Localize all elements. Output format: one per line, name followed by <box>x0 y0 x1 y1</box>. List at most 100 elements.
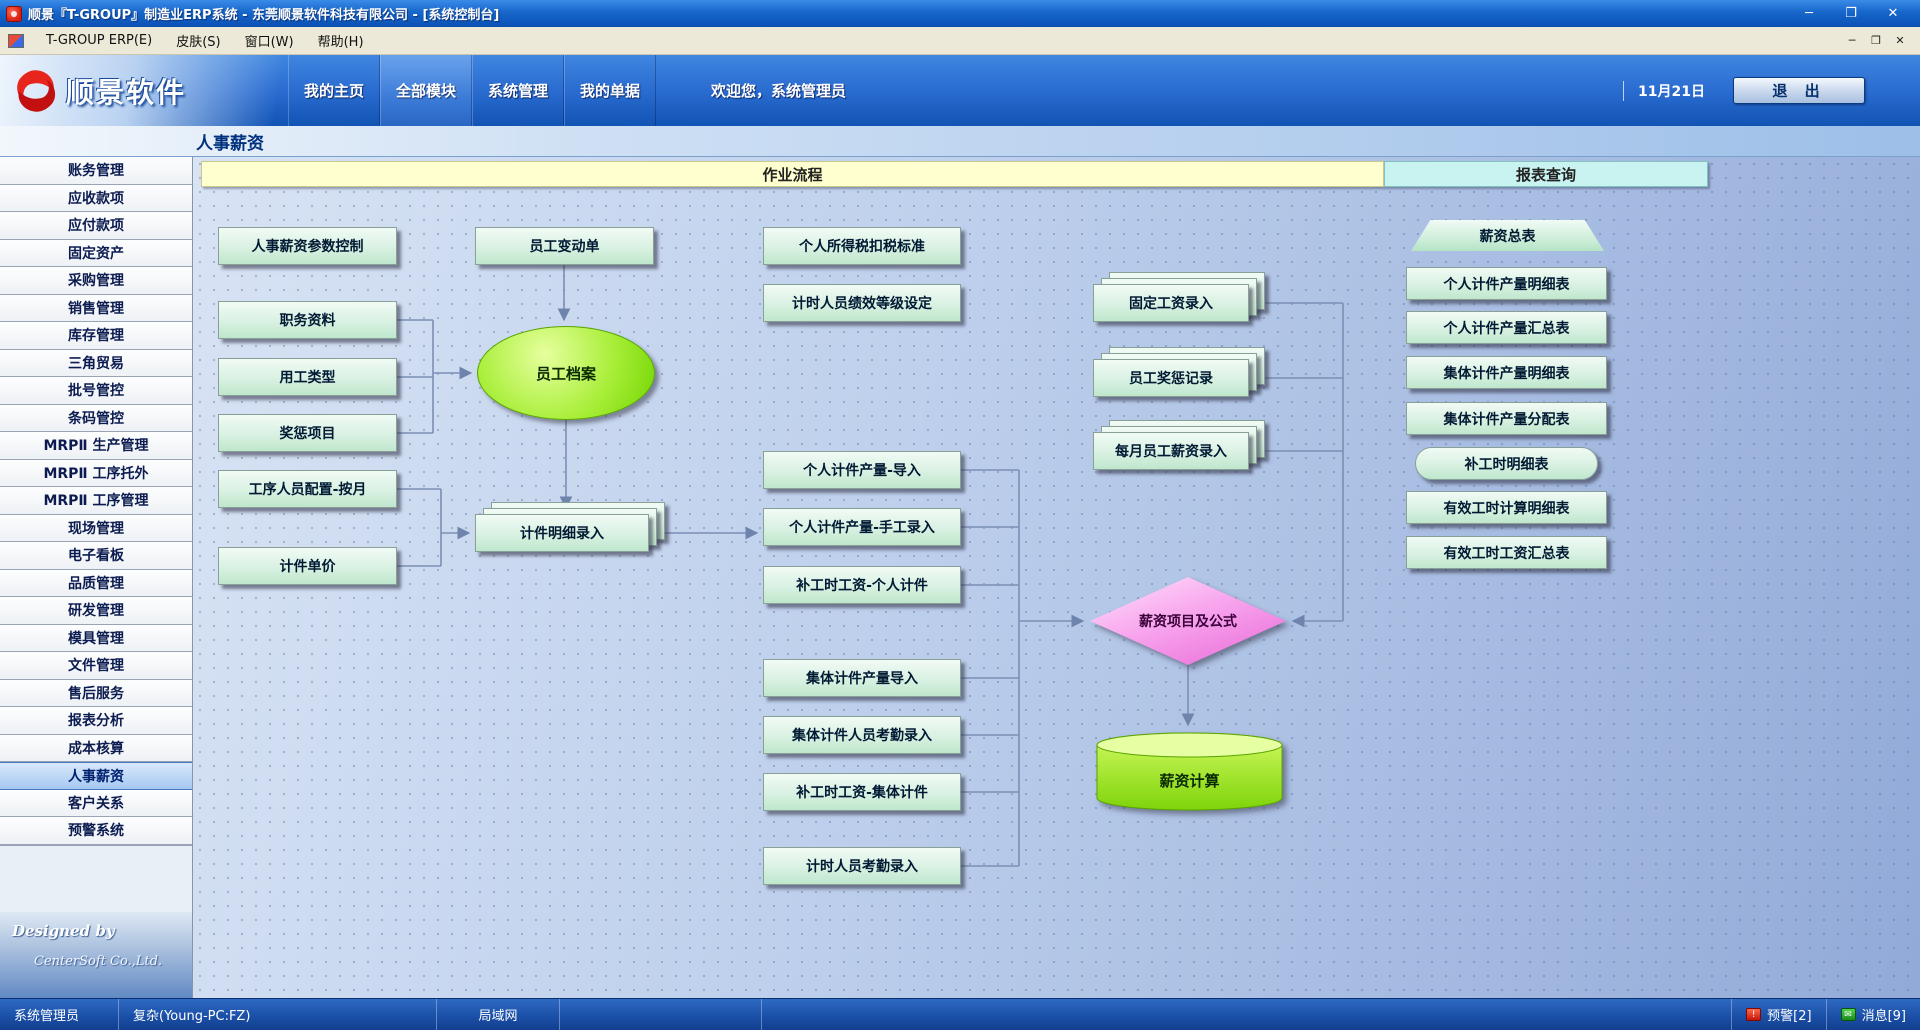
flow-node-salary-calc[interactable]: 薪资计算 <box>1096 732 1283 811</box>
designed-by-text: Designed by <box>12 922 115 940</box>
flow-node-emp-archive[interactable]: 员工档案 <box>477 326 655 420</box>
report-salary-summary[interactable]: 薪资总表 <box>1411 220 1604 251</box>
status-spacer <box>762 999 1733 1030</box>
maximize-icon[interactable]: ❐ <box>1845 6 1857 21</box>
close-icon[interactable]: ✕ <box>1887 6 1899 21</box>
sidebar-item-cost-accounting[interactable]: 成本核算 <box>0 734 192 762</box>
sidebar-item-alert-system[interactable]: 预警系统 <box>0 817 192 845</box>
menu-tgroup-erp[interactable]: T-GROUP ERP(E) <box>46 33 153 48</box>
cylinder-label: 薪资计算 <box>1159 772 1220 790</box>
app-icon <box>6 5 22 22</box>
status-machine: 复杂(Young-PC:FZ) <box>119 999 437 1030</box>
brand-name: 顺景软件 <box>66 75 187 109</box>
menu-help[interactable]: 帮助(H) <box>317 35 364 50</box>
tab-my-documents[interactable]: 我的单据 <box>564 55 656 126</box>
flow-node-emp-reward[interactable]: 员工奖惩记录 <box>1093 359 1249 397</box>
flow-node-reward-items[interactable]: 奖惩项目 <box>218 414 397 452</box>
flow-node-param-control[interactable]: 人事薪资参数控制 <box>218 227 397 265</box>
flow-node-time-attend[interactable]: 计时人员考勤录入 <box>763 847 961 885</box>
flow-node-work-type[interactable]: 用工类型 <box>218 358 397 396</box>
flow-node-tax-standard[interactable]: 个人所得税扣税标准 <box>763 227 961 265</box>
tab-all-modules[interactable]: 全部模块 <box>380 55 472 126</box>
flow-node-piece-detail[interactable]: 计件明细录入 <box>475 514 649 552</box>
sidebar-branding: Designed by CenterSoft Co.,Ltd. <box>0 912 192 998</box>
status-empty <box>560 999 762 1030</box>
process-banner: 作业流程 <box>201 161 1384 187</box>
diamond-label: 薪资项目及公式 <box>1139 614 1237 630</box>
sidebar-item-payables[interactable]: 应付款项 <box>0 212 192 240</box>
sidebar-item-shopfloor[interactable]: 现场管理 <box>0 514 192 542</box>
flow-node-emp-change[interactable]: 员工变动单 <box>475 227 654 265</box>
sidebar-item-eboard[interactable]: 电子看板 <box>0 542 192 570</box>
report-group-output-allocation[interactable]: 集体计件产量分配表 <box>1406 402 1607 435</box>
sidebar-item-triangle-trade[interactable]: 三角贸易 <box>0 349 192 377</box>
flow-node-extra-personal[interactable]: 补工时工资-个人计件 <box>763 566 961 604</box>
report-personal-output-detail[interactable]: 个人计件产量明细表 <box>1406 267 1607 300</box>
sidebar-item-batch-control[interactable]: 批号管控 <box>0 377 192 405</box>
company-name-text: CenterSoft Co.,Ltd. <box>34 954 163 969</box>
sidebar-item-mrp2-outsourcing[interactable]: MRPⅡ 工序托外 <box>0 459 192 487</box>
flow-node-personal-manual[interactable]: 个人计件产量-手工录入 <box>763 508 961 546</box>
mdi-minimize-icon[interactable]: ─ <box>1848 34 1856 47</box>
tab-my-home[interactable]: 我的主页 <box>288 55 380 126</box>
status-user-text: 系统管理员 <box>14 1009 80 1024</box>
report-effective-hours-salary-summary[interactable]: 有效工时工资汇总表 <box>1406 536 1607 569</box>
sidebar-item-report-analysis[interactable]: 报表分析 <box>0 707 192 735</box>
report-effective-hours-calc-detail[interactable]: 有效工时计算明细表 <box>1406 491 1607 524</box>
menu-window[interactable]: 窗口(W) <box>244 35 294 50</box>
flow-node-job-info[interactable]: 职务资料 <box>218 301 397 339</box>
sidebar-item-sales[interactable]: 销售管理 <box>0 294 192 322</box>
tab-system-mgmt[interactable]: 系统管理 <box>472 55 564 126</box>
sidebar-item-accounting[interactable]: 账务管理 <box>0 157 192 185</box>
logo-zone: 顺景软件 <box>0 55 288 126</box>
status-network: 局域网 <box>437 999 560 1030</box>
report-group-output-detail[interactable]: 集体计件产量明细表 <box>1406 356 1607 389</box>
sidebar-item-files[interactable]: 文件管理 <box>0 652 192 680</box>
sidebar-item-hr-payroll[interactable]: 人事薪资 <box>0 762 192 790</box>
sidebar-item-purchasing[interactable]: 采购管理 <box>0 267 192 295</box>
mdi-restore-icon[interactable]: ❐ <box>1871 34 1881 47</box>
sidebar-item-fixed-assets[interactable]: 固定资产 <box>0 239 192 267</box>
sidebar-item-rnd[interactable]: 研发管理 <box>0 597 192 625</box>
flow-node-monthly-salary[interactable]: 每月员工薪资录入 <box>1093 432 1249 470</box>
flow-node-group-attend[interactable]: 集体计件人员考勤录入 <box>763 716 961 754</box>
flow-node-grade-setting[interactable]: 计时人员绩效等级设定 <box>763 284 961 322</box>
flow-node-proc-config[interactable]: 工序人员配置-按月 <box>218 470 397 508</box>
flow-node-piece-price[interactable]: 计件单价 <box>218 547 397 585</box>
status-network-text: 局域网 <box>478 1009 518 1024</box>
main-nav: 我的主页 全部模块 系统管理 我的单据 <box>288 55 656 126</box>
sidebar-item-barcode-control[interactable]: 条码管控 <box>0 404 192 432</box>
message-icon: ✉ <box>1840 1008 1856 1021</box>
title-bar: 顺景『T-GROUP』制造业ERP系统 - 东莞顺景软件科技有限公司 - [系统… <box>0 0 1920 27</box>
sidebar-item-quality[interactable]: 品质管理 <box>0 569 192 597</box>
flow-node-group-import[interactable]: 集体计件产量导入 <box>763 659 961 697</box>
report-banner: 报表查询 <box>1384 161 1708 187</box>
sidebar-item-mrp2-production[interactable]: MRPⅡ 生产管理 <box>0 432 192 460</box>
sidebar-item-after-sales[interactable]: 售后服务 <box>0 679 192 707</box>
flow-node-salary-formula[interactable]: 薪资项目及公式 <box>1090 577 1286 665</box>
flow-node-fixed-salary[interactable]: 固定工资录入 <box>1093 284 1249 322</box>
status-machine-text: 复杂(Young-PC:FZ) <box>133 1009 251 1024</box>
window-title: 顺景『T-GROUP』制造业ERP系统 - 东莞顺景软件科技有限公司 - [系统… <box>28 8 500 23</box>
flow-node-personal-import[interactable]: 个人计件产量-导入 <box>763 451 961 489</box>
alert-icon: ! <box>1746 1008 1762 1021</box>
exit-button[interactable]: 退 出 <box>1733 77 1865 104</box>
status-alert[interactable]: ! 预警[2] <box>1732 999 1827 1030</box>
flow-node-extra-group[interactable]: 补工时工资-集体计件 <box>763 773 961 811</box>
sidebar-item-receivables[interactable]: 应收款项 <box>0 184 192 212</box>
sidebar-item-crm[interactable]: 客户关系 <box>0 789 192 817</box>
report-extra-hours-detail[interactable]: 补工时明细表 <box>1415 447 1598 480</box>
date-display: 11月21日 <box>1623 80 1705 101</box>
sidebar-item-mrp2-process[interactable]: MRPⅡ 工序管理 <box>0 487 192 515</box>
module-list: 账务管理 应收款项 应付款项 固定资产 采购管理 销售管理 库存管理 三角贸易 … <box>0 157 192 846</box>
mdi-close-icon[interactable]: ✕ <box>1895 34 1905 47</box>
minimize-icon[interactable]: ─ <box>1805 6 1813 21</box>
sidebar-item-mold[interactable]: 模具管理 <box>0 624 192 652</box>
status-bar: 系统管理员 复杂(Young-PC:FZ) 局域网 ! 预警[2] ✉ 消息[9… <box>0 998 1920 1030</box>
menu-skin[interactable]: 皮肤(S) <box>176 35 221 50</box>
report-personal-output-summary[interactable]: 个人计件产量汇总表 <box>1406 311 1607 344</box>
sidebar-item-inventory[interactable]: 库存管理 <box>0 322 192 350</box>
status-message-text: 消息[9] <box>1861 1009 1906 1024</box>
status-message[interactable]: ✉ 消息[9] <box>1827 999 1920 1030</box>
